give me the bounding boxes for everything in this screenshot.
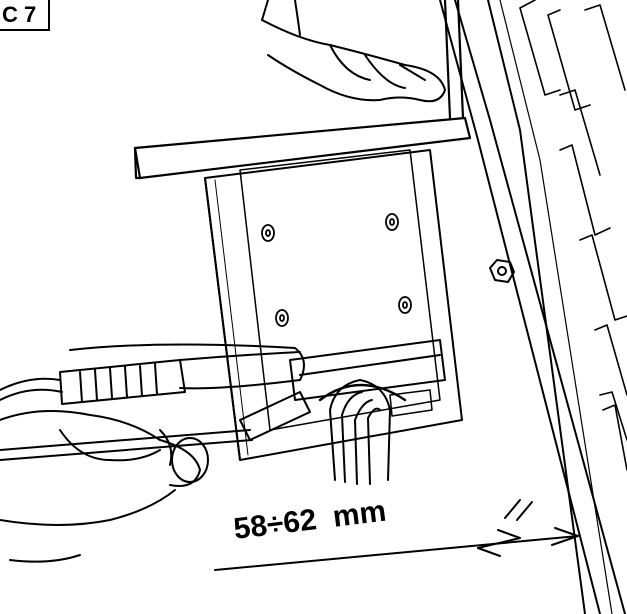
cabinet-panel (439, 0, 626, 614)
mounting-plate (204, 149, 463, 461)
hex-nut (489, 259, 515, 283)
figure-label: C 7 (0, 0, 50, 31)
cable-bundle (318, 379, 407, 485)
sensor-cable (0, 343, 311, 461)
vent-louvers (519, 0, 627, 471)
dimension-line (214, 499, 579, 571)
top-bracket (133, 0, 472, 180)
lower-hand (0, 410, 209, 563)
mounting-holes (261, 213, 412, 327)
upper-hand (261, 0, 446, 103)
dimension-unit: mm (330, 494, 388, 534)
bottom-rail (289, 339, 446, 417)
